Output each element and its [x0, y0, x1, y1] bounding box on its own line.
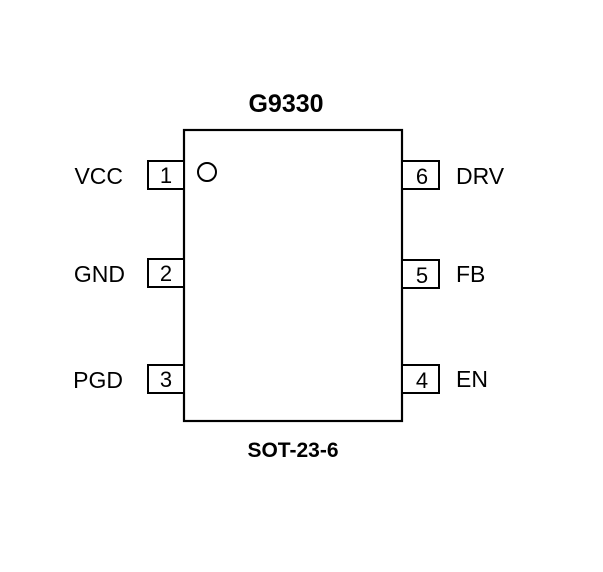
pin-4-box	[401, 364, 440, 394]
chip-body	[182, 128, 404, 423]
pin-5-number: 5	[416, 263, 428, 288]
pin-4: 4 EN	[401, 364, 488, 394]
pin-6: 6 DRV	[401, 160, 505, 190]
pin-5-name: FB	[456, 261, 485, 287]
pin-1-box	[147, 160, 185, 190]
pin-2-name: GND	[74, 261, 125, 287]
pin-1-number: 1	[160, 163, 172, 188]
pin-5-box	[401, 259, 440, 289]
pin-2-box	[147, 258, 185, 288]
pin-6-name: DRV	[456, 163, 505, 189]
pin-3-number: 3	[160, 367, 172, 392]
pin-3: 3 PGD	[73, 364, 185, 394]
pin-6-number: 6	[416, 164, 428, 189]
package-label: SOT-23-6	[247, 439, 338, 462]
pin-2: 2 GND	[74, 258, 185, 288]
pin-1-name: VCC	[74, 163, 123, 189]
pin-5: 5 FB	[401, 259, 485, 289]
part-number-label: G9330	[248, 90, 323, 118]
pin-4-name: EN	[456, 366, 488, 392]
pin-3-name: PGD	[73, 367, 123, 393]
pin1-marker-icon	[197, 162, 217, 182]
pin-6-box	[401, 160, 440, 190]
pin-1: 1 VCC	[74, 160, 185, 190]
pin-4-number: 4	[416, 368, 428, 393]
pin-2-number: 2	[160, 261, 172, 286]
pin-3-box	[147, 364, 185, 394]
